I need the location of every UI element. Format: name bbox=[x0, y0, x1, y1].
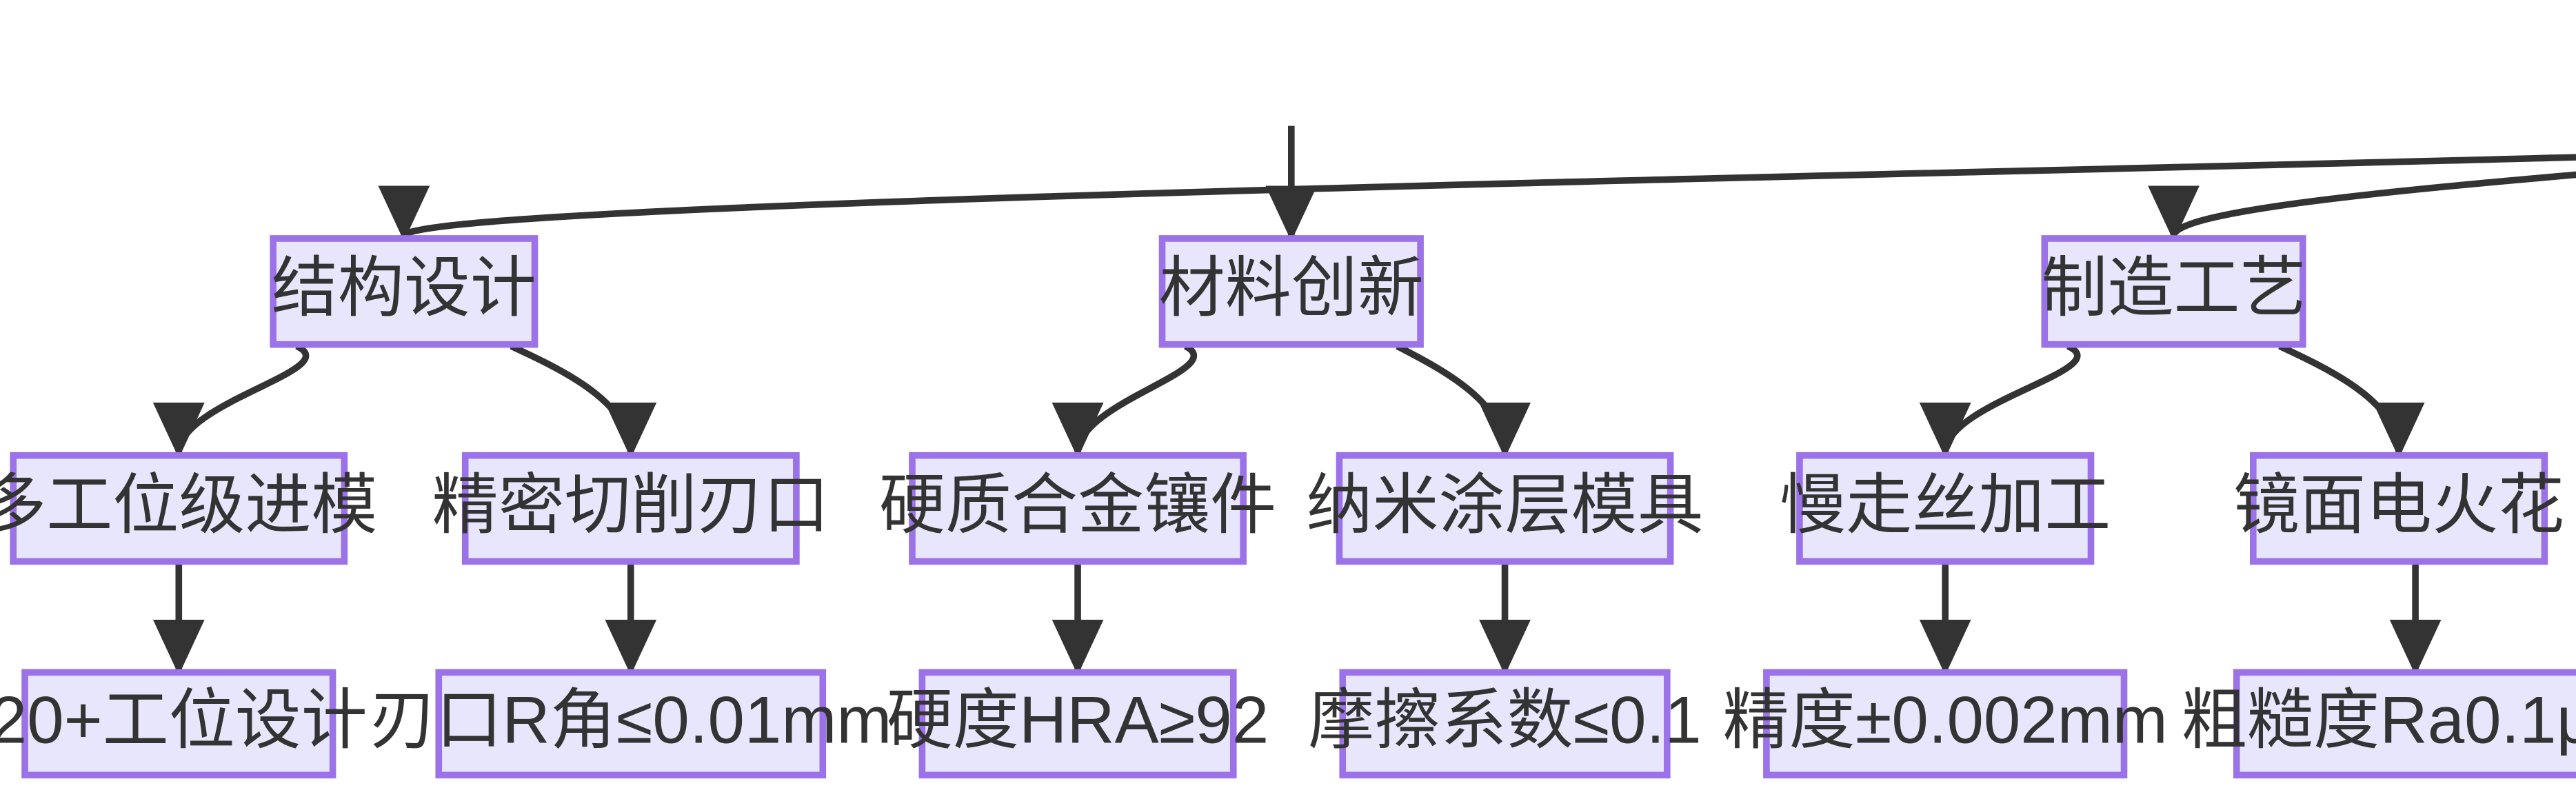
node-label: 粗糙度Ra0.1μm bbox=[2181, 684, 2576, 758]
node-shape bbox=[21, 669, 336, 779]
node-label: 精度±0.002mm bbox=[1723, 684, 2168, 758]
node-shape bbox=[1336, 452, 1674, 565]
edges-layer bbox=[152, 125, 2576, 676]
node-shape bbox=[435, 669, 827, 779]
node-shape bbox=[918, 669, 1237, 779]
flow-node-n11[interactable]: 刃口R角≤0.01mm bbox=[370, 669, 892, 779]
flow-node-n8[interactable]: 慢走丝加工 bbox=[1780, 452, 2111, 565]
node-label: 慢走丝加工 bbox=[1780, 468, 2111, 542]
edge-n3-to-n9 bbox=[2278, 343, 2425, 458]
node-shape bbox=[1158, 235, 1424, 348]
node-label: 硬度HRA≥92 bbox=[887, 684, 1269, 758]
node-label: 多工位级进模 bbox=[0, 468, 377, 542]
flow-node-n1[interactable]: 结构设计 bbox=[270, 235, 539, 348]
node-label: 摩擦系数≤0.1 bbox=[1308, 684, 1701, 758]
node-label: 材料创新 bbox=[1159, 252, 1424, 325]
flow-node-n12[interactable]: 硬度HRA≥92 bbox=[887, 669, 1269, 779]
flow-node-n15[interactable]: 粗糙度Ra0.1μm bbox=[2181, 669, 2576, 779]
edge-n2-to-n7 bbox=[1396, 343, 1531, 458]
node-shape bbox=[461, 452, 800, 565]
node-label: 纳米涂层模具 bbox=[1306, 468, 1703, 542]
flow-node-n3[interactable]: 制造工艺 bbox=[2041, 235, 2306, 348]
node-shape bbox=[2041, 235, 2306, 348]
node-shape bbox=[1796, 452, 2095, 565]
node-label: 制造工艺 bbox=[2041, 252, 2306, 325]
nodes-layer: 模具创新结构设计材料创新制造工艺多工位级进模精密切削刃口硬质合金镶件纳米涂层模具… bbox=[0, 235, 2576, 779]
node-shape bbox=[1763, 669, 2128, 779]
edge-n2-to-n6 bbox=[1051, 343, 1197, 458]
node-shape bbox=[270, 235, 539, 348]
node-label: 刃口R角≤0.01mm bbox=[370, 684, 892, 758]
node-label: 硬质合金镶件 bbox=[879, 468, 1276, 542]
flow-node-n14[interactable]: 精度±0.002mm bbox=[1723, 669, 2168, 779]
edge-n3-to-n8 bbox=[1920, 343, 2081, 458]
node-shape bbox=[10, 452, 348, 565]
node-label: 20+工位设计 bbox=[0, 684, 368, 758]
node-shape bbox=[1339, 669, 1671, 779]
node-shape bbox=[2249, 452, 2548, 565]
edge-n1-to-n4 bbox=[153, 343, 310, 458]
flow-node-n6[interactable]: 硬质合金镶件 bbox=[879, 452, 1276, 565]
edge-n0-to-n3 bbox=[2149, 171, 2576, 242]
flow-node-n2[interactable]: 材料创新 bbox=[1158, 235, 1424, 348]
flow-node-n4[interactable]: 多工位级进模 bbox=[0, 452, 377, 565]
node-label: 精密切削刃口 bbox=[432, 468, 829, 542]
flow-node-n9[interactable]: 镜面电火花 bbox=[2233, 452, 2564, 565]
flow-node-n10[interactable]: 20+工位设计 bbox=[0, 669, 368, 779]
edge-n0-to-n1 bbox=[381, 154, 2576, 242]
edge-n1-to-n5 bbox=[510, 343, 657, 458]
node-shape bbox=[909, 452, 1247, 565]
node-label: 镜面电火花 bbox=[2233, 468, 2564, 542]
node-label: 结构设计 bbox=[272, 252, 536, 325]
flow-node-n7[interactable]: 纳米涂层模具 bbox=[1306, 452, 1704, 565]
flow-node-n5[interactable]: 精密切削刃口 bbox=[432, 452, 829, 565]
flow-node-n13[interactable]: 摩擦系数≤0.1 bbox=[1308, 669, 1702, 779]
node-shape bbox=[2233, 669, 2576, 779]
